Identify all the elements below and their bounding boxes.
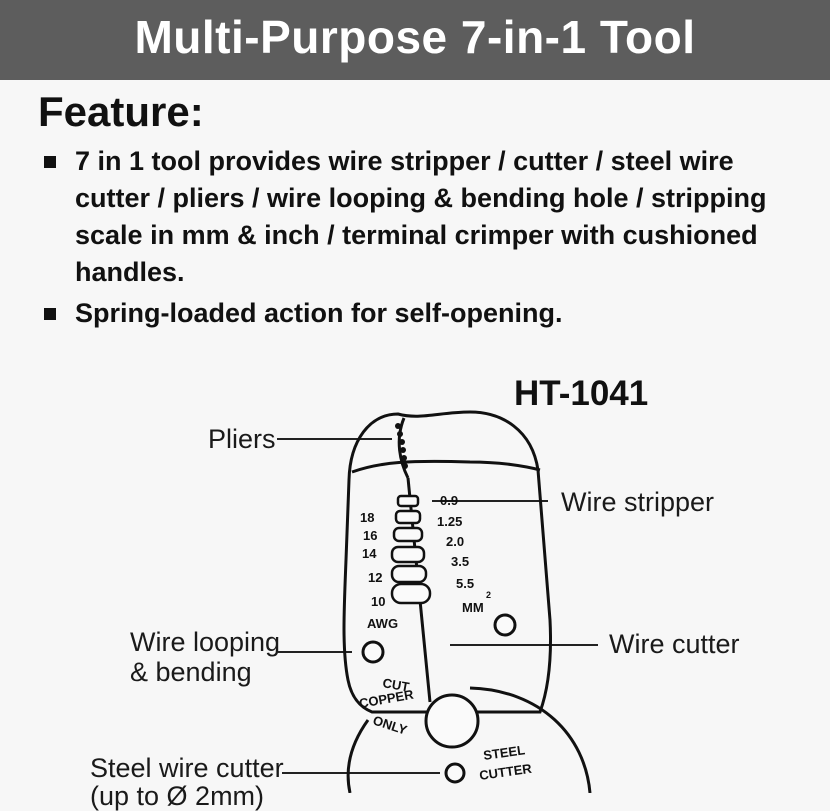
model-label: HT-1041 <box>514 374 649 413</box>
tool-head-outline <box>342 410 552 714</box>
handle-right-line <box>469 686 592 793</box>
cut-copper-label: CUT COPPER ONLY <box>358 675 415 738</box>
bullet-icon <box>44 308 56 320</box>
tool-holes <box>361 613 517 784</box>
awg-tick: 12 <box>368 570 382 585</box>
mm-superscript: 2 <box>486 590 491 600</box>
cut-copper-text: COPPER <box>358 687 415 711</box>
feature-heading: Feature: <box>38 88 204 135</box>
mm-label: MM <box>462 600 484 615</box>
cut-copper-text: CUT <box>381 675 410 694</box>
steel-cutter-label: STEEL CUTTER <box>478 742 533 783</box>
steel-cutter-hole <box>444 762 466 784</box>
mm-tick: 1.25 <box>437 514 462 529</box>
callout-wire-looping-line1: Wire looping <box>130 627 281 657</box>
callout-wire-stripper: Wire stripper <box>561 487 715 517</box>
awg-label: AWG <box>367 616 398 631</box>
handle-left-line <box>346 719 370 793</box>
bullet-icon <box>44 156 56 168</box>
header-band: Multi-Purpose 7-in-1 Tool <box>0 0 830 80</box>
cut-copper-text: ONLY <box>371 713 409 738</box>
steel-cutter-text: STEEL <box>482 742 526 763</box>
mm-tick: 5.5 <box>456 576 474 591</box>
jaw-split-line <box>397 417 410 479</box>
awg-scale: 18 16 14 12 10 AWG <box>360 510 398 631</box>
pivot-bolt <box>424 693 480 749</box>
jaw-edge-line <box>351 459 541 474</box>
callout-pliers: Pliers <box>208 424 276 454</box>
mm-tick: 2.0 <box>446 534 464 549</box>
feature-item-text: Spring-loaded action for self-opening. <box>75 298 563 328</box>
callout-wire-looping-line2: & bending <box>130 657 252 687</box>
jaw-pivot-hole <box>493 613 517 637</box>
mm-tick: 3.5 <box>451 554 469 569</box>
tool-diagram: 18 16 14 12 10 AWG 0.9 1.25 2.0 3.5 5.5 … <box>277 410 598 793</box>
callout-wire-cutter: Wire cutter <box>609 629 740 659</box>
awg-tick: 10 <box>371 594 385 609</box>
feature-item: Spring-loaded action for self-opening. <box>44 295 804 332</box>
plier-serrations <box>395 423 408 469</box>
callout-steel-wire-cutter: Steel wire cutter <box>90 753 284 783</box>
feature-item-text: 7 in 1 tool provides wire stripper / cut… <box>75 146 767 287</box>
stripper-notches <box>390 494 432 605</box>
leader-lines <box>277 438 598 774</box>
mm-scale: 0.9 1.25 2.0 3.5 5.5 MM 2 <box>437 493 491 615</box>
mm-tick: 0.9 <box>440 493 458 508</box>
steel-cutter-text: CUTTER <box>478 761 533 783</box>
page-title: Multi-Purpose 7-in-1 Tool <box>134 11 696 63</box>
feature-list: 7 in 1 tool provides wire stripper / cut… <box>44 143 804 332</box>
awg-tick: 14 <box>362 546 377 561</box>
wire-looping-hole <box>361 640 385 664</box>
feature-item: 7 in 1 tool provides wire stripper / cut… <box>44 143 804 291</box>
awg-tick: 16 <box>363 528 377 543</box>
awg-tick: 18 <box>360 510 374 525</box>
